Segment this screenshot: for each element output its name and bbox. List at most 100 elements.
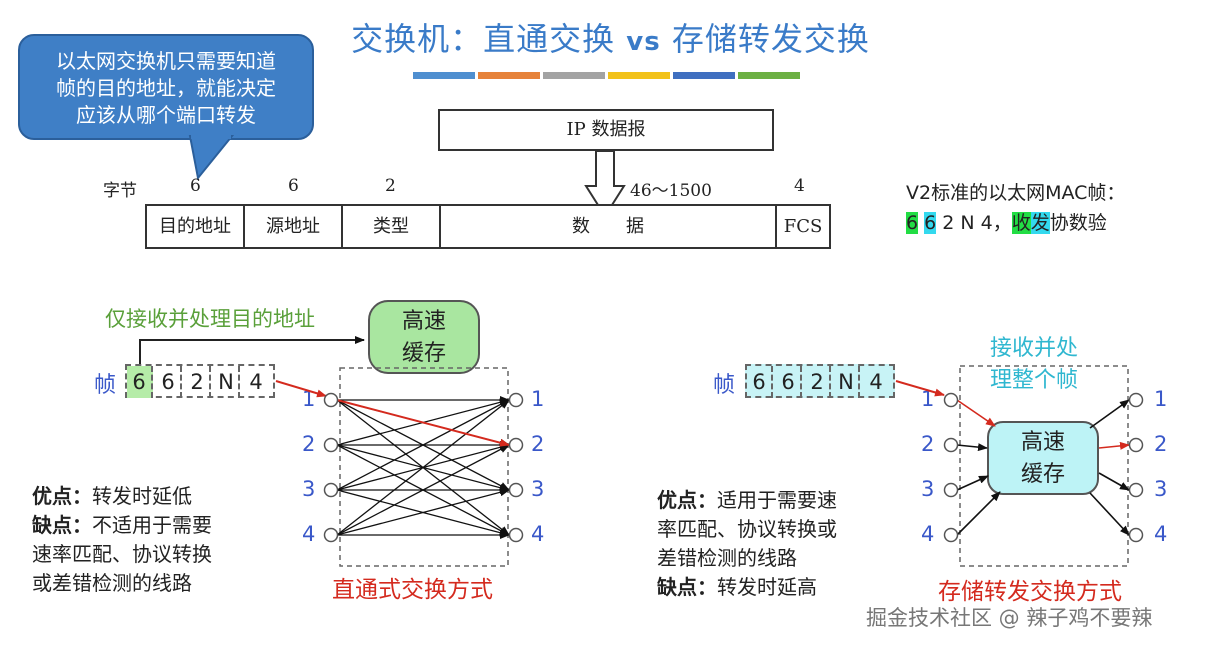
store-out-port-2: 2 bbox=[1154, 432, 1168, 456]
store-frame-cell-2: 6 bbox=[776, 366, 802, 398]
store-out-port-4: 4 bbox=[1154, 522, 1168, 546]
cut-cons-text-2: 速率匹配、协议转换 bbox=[32, 542, 212, 566]
store-in-port-3: 3 bbox=[921, 477, 935, 501]
store-in-port-4: 4 bbox=[921, 522, 935, 546]
cut-in-port-4: 4 bbox=[302, 522, 316, 546]
store-pros-text-2: 率匹配、协议转换或 bbox=[657, 517, 837, 541]
cut-out-port-2: 2 bbox=[531, 432, 545, 456]
decor-bar-darkblue bbox=[673, 72, 735, 79]
decor-bar-yellow bbox=[608, 72, 670, 79]
store-in-port-1: 1 bbox=[921, 387, 935, 411]
cut-frame-cell-4: N bbox=[214, 366, 240, 398]
store-caption: 存储转发交换方式 bbox=[938, 579, 1122, 605]
cut-frame-cell-5: 4 bbox=[249, 370, 263, 394]
store-out-port-3: 3 bbox=[1154, 477, 1168, 501]
v2-line-2: 6 6 2 N 4，收发协数验 bbox=[906, 208, 1125, 238]
store-frame-cell-4: N bbox=[834, 366, 860, 398]
v2-line-1: V2标准的以太网MAC帧： bbox=[906, 182, 1126, 204]
decor-bar-green bbox=[738, 72, 800, 79]
header-type: 2 bbox=[385, 176, 396, 196]
encapsulation-arrow bbox=[584, 150, 626, 218]
callout-line-2: 帧的目的地址，就能决定 bbox=[56, 76, 276, 100]
cut-out-port-3: 3 bbox=[531, 477, 545, 501]
v2-w2: 发 bbox=[1030, 212, 1050, 234]
cut-cache-box: 高速 缓存 bbox=[368, 300, 480, 374]
header-src: 6 bbox=[288, 176, 299, 196]
decor-bar-gray bbox=[543, 72, 605, 79]
store-cons-label: 缺点： bbox=[657, 575, 717, 599]
callout-bubble: 以太网交换机只需要知道 帧的目的地址，就能决定 应该从哪个端口转发 bbox=[18, 34, 314, 140]
cut-frame-label: 帧 bbox=[94, 373, 117, 398]
page-title: 交换机：直通交换 vs 存储转发交换 bbox=[0, 14, 1221, 60]
store-frame-cell-1: 6 bbox=[747, 366, 773, 398]
store-in-port-2: 2 bbox=[921, 432, 935, 456]
title-main: 交换机：直通交换 bbox=[351, 20, 616, 58]
header-fcs: 4 bbox=[794, 176, 805, 196]
store-frame-label: 帧 bbox=[713, 373, 736, 398]
header-data: 46～1500 bbox=[630, 181, 712, 201]
field-type: 类型 bbox=[343, 206, 441, 247]
cut-cons-text-1: 不适用于需要 bbox=[92, 513, 212, 537]
cut-pros-label: 优点： bbox=[32, 484, 92, 508]
header-dest: 6 bbox=[190, 176, 201, 196]
cut-cons-text-3: 或差错检测的线路 bbox=[32, 571, 192, 595]
title-vs: vs bbox=[626, 27, 661, 57]
store-frame-cell-3: 2 bbox=[805, 366, 831, 398]
cut-frame-cell-1: 6 bbox=[127, 366, 153, 398]
store-pros-text-3: 差错检测的线路 bbox=[657, 546, 797, 570]
store-frame: 6 6 2 N 4 bbox=[745, 364, 895, 398]
store-label-top: 接收并处 理整个帧 bbox=[990, 333, 1078, 397]
store-cache-line-2: 缓存 bbox=[1020, 462, 1065, 487]
store-cons: 缺点：转发时延高 bbox=[657, 573, 837, 602]
cut-in-port-2: 2 bbox=[302, 432, 316, 456]
store-label-top-1: 接收并处 bbox=[990, 336, 1079, 361]
bytes-label: 字节 bbox=[103, 181, 137, 201]
store-pros-label: 优点： bbox=[657, 488, 717, 512]
v2-n2: 6 bbox=[924, 212, 937, 234]
cut-pros: 优点：转发时延低 bbox=[32, 482, 212, 511]
store-pros-text-1: 适用于需要速 bbox=[717, 488, 837, 512]
cut-out-port-4: 4 bbox=[531, 522, 545, 546]
store-pros: 优点：适用于需要速 bbox=[657, 486, 837, 515]
store-pros-cons: 优点：适用于需要速 率匹配、协议转换或 差错检测的线路 缺点：转发时延高 bbox=[657, 486, 837, 602]
store-cache-box: 高速 缓存 bbox=[987, 421, 1099, 495]
cut-frame-cell-3: 2 bbox=[185, 366, 211, 398]
field-dest-addr: 目的地址 bbox=[147, 206, 245, 247]
store-cache-line-1: 高速 bbox=[1020, 430, 1065, 455]
store-cons-text: 转发时延高 bbox=[717, 575, 817, 599]
cut-cons: 缺点：不适用于需要 bbox=[32, 511, 212, 540]
decor-bar-orange bbox=[478, 72, 540, 79]
callout-tail bbox=[188, 135, 235, 181]
field-src-addr: 源地址 bbox=[245, 206, 343, 247]
v2-note: V2标准的以太网MAC帧： 6 6 2 N 4，收发协数验 bbox=[906, 178, 1125, 238]
title-rest: 存储转发交换 bbox=[671, 20, 870, 58]
cut-pros-text: 转发时延低 bbox=[92, 484, 192, 508]
cut-cache-line-2: 缓存 bbox=[401, 341, 446, 366]
cut-pros-cons: 优点：转发时延低 缺点：不适用于需要 速率匹配、协议转换 或差错检测的线路 bbox=[32, 482, 212, 598]
cut-in-port-1: 1 bbox=[302, 387, 316, 411]
cut-frame-cell-2: 6 bbox=[156, 366, 182, 398]
cut-out-port-1: 1 bbox=[531, 387, 545, 411]
store-frame-cell-5: 4 bbox=[869, 370, 883, 394]
cut-caption: 直通式交换方式 bbox=[332, 577, 493, 603]
cut-cache-line-1: 高速 bbox=[401, 309, 446, 334]
mac-frame: 目的地址 源地址 类型 数 据 FCS bbox=[145, 204, 831, 249]
watermark-text: 掘金技术社区 @ 辣子鸡不要辣 bbox=[866, 606, 1153, 630]
field-data: 数 据 bbox=[441, 206, 777, 247]
v2-w1: 收 bbox=[1011, 212, 1031, 234]
callout-tail-join bbox=[191, 131, 231, 139]
store-out-port-1: 1 bbox=[1154, 387, 1168, 411]
store-label-top-2: 理整个帧 bbox=[990, 368, 1079, 393]
callout-line-3: 应该从哪个端口转发 bbox=[76, 103, 256, 127]
v2-n1: 6 bbox=[906, 212, 919, 234]
cut-label-top: 仅接收并处理目的地址 bbox=[105, 307, 315, 331]
ip-packet-box: IP 数据报 bbox=[438, 109, 774, 151]
cut-in-port-3: 3 bbox=[302, 477, 316, 501]
field-fcs: FCS bbox=[783, 216, 823, 237]
decor-bar-blue bbox=[413, 72, 475, 79]
v2-rest: 2 N 4， bbox=[936, 212, 1012, 234]
callout-line-1: 以太网交换机只需要知道 bbox=[56, 49, 276, 73]
cut-frame: 6 6 2 N 4 bbox=[125, 364, 275, 398]
cut-cons-label: 缺点： bbox=[32, 513, 92, 537]
